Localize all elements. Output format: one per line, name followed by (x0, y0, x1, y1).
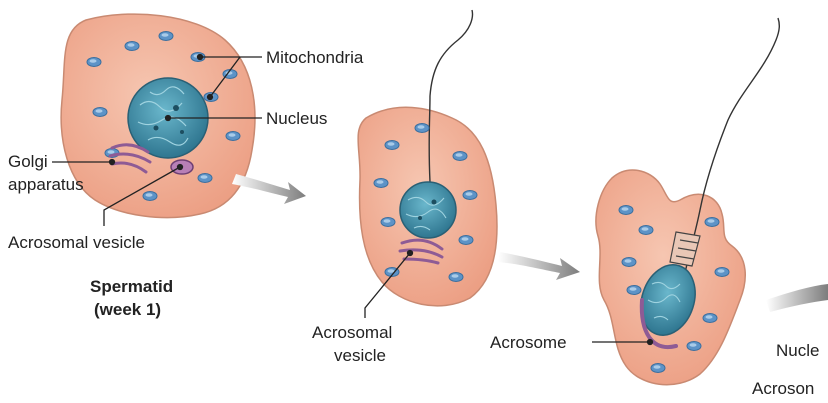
mitochondrion (125, 42, 139, 51)
mitochondrion (463, 191, 477, 200)
mitochondrion (374, 179, 388, 188)
mitochondrion (159, 32, 173, 41)
mitochondrion (705, 218, 719, 227)
progression-arrow-2 (498, 252, 580, 280)
mitochondrion (651, 364, 665, 373)
mitochondrion (715, 268, 729, 277)
mitochondrion (93, 108, 107, 117)
mitochondrion (459, 236, 473, 245)
mitochondrion (687, 342, 701, 351)
label-golgi-line1: Golgi (8, 152, 48, 171)
spermatid-cell-2 (358, 10, 497, 306)
progression-arrow-3 (766, 284, 828, 312)
label-acrosomal-vesicle-1: Acrosomal vesicle (8, 233, 145, 252)
label-acrosomal-vesicle-2-line1: Acrosomal (312, 323, 392, 342)
label-acrosome: Acrosome (490, 333, 567, 352)
mitochondrion (143, 192, 157, 201)
mitochondrion (627, 286, 641, 295)
spermatid-cell-3 (596, 18, 779, 385)
mitochondrion (415, 124, 429, 133)
mitochondrion (453, 152, 467, 161)
mitochondrion (639, 226, 653, 235)
mitochondrion (622, 258, 636, 267)
mitochondrion (385, 141, 399, 150)
label-nucleus: Nucleus (266, 109, 327, 128)
cell-2-nucleus (400, 182, 456, 238)
progression-arrow-1 (232, 174, 306, 204)
label-nucleus-cut: Nucle (776, 341, 819, 360)
label-acrosome-cut: Acroson (752, 379, 814, 398)
mitochondrion (87, 58, 101, 67)
caption-line2: (week 1) (94, 300, 161, 319)
label-acrosomal-vesicle-2-line2: vesicle (334, 346, 386, 365)
mitochondrion (619, 206, 633, 215)
mitochondrion (226, 132, 240, 141)
label-mitochondria: Mitochondria (266, 48, 364, 67)
mitochondrion (198, 174, 212, 183)
spermatid-cell-1 (61, 14, 255, 217)
mitochondrion (449, 273, 463, 282)
label-golgi-line2: apparatus (8, 175, 84, 194)
caption-line1: Spermatid (90, 277, 173, 296)
mitochondrion (381, 218, 395, 227)
mitochondrion (703, 314, 717, 323)
